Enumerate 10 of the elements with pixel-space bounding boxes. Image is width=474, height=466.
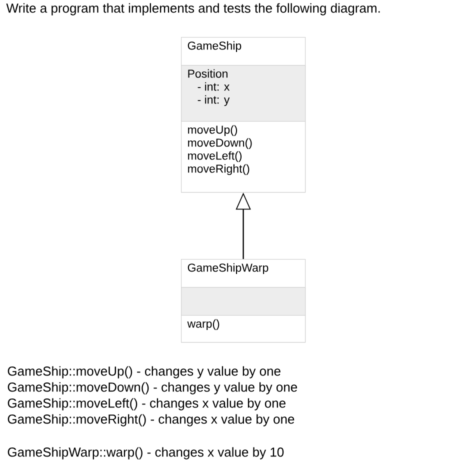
compartment: warp() [181,315,306,343]
description-line: GameShip::moveLeft() - changes x value by one [8,398,286,410]
description-line: GameShip::moveUp() - changes y value by one [8,366,280,378]
description-line: GameShipWarp::warp() - changes x value by 10 [8,447,284,460]
compartment: moveUp() moveDown() moveLeft() moveRight() [181,121,306,193]
compartment [181,287,306,316]
compartment: Position - int: x - int: y [181,65,306,122]
description-line: GameShip::moveRight() - changes x value by one [8,414,294,426]
description-line: GameShip::moveDown() - changes y value by one [8,382,298,394]
heading: Write a program that implements and tests the following diagram. [6,3,380,16]
